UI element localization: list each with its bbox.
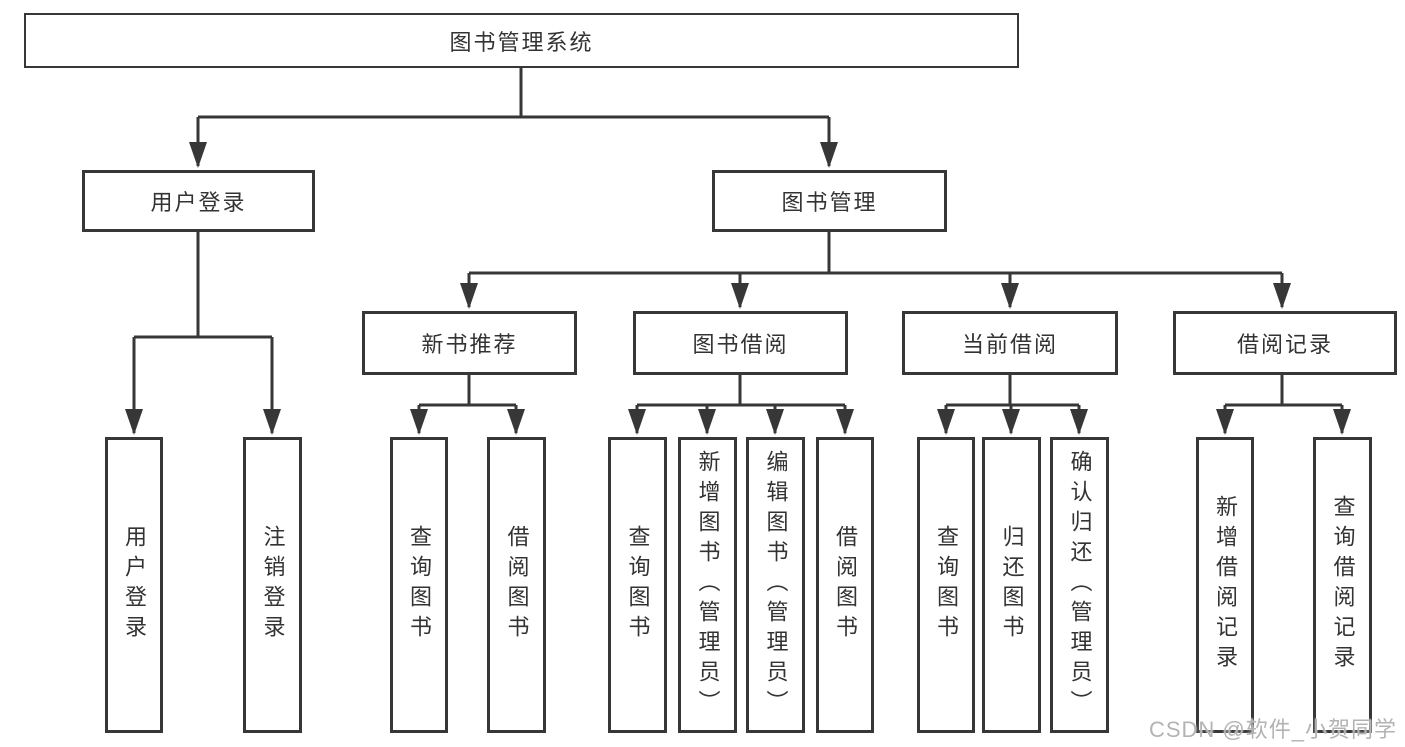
node-label: 编辑图书（管理员） (763, 450, 789, 720)
node-label: 新书推荐 (421, 332, 518, 357)
watermark-text: CSDN @软件_小贺同学 (1148, 717, 1397, 742)
node-label: 查询借阅记录 (1330, 495, 1356, 675)
leaf-add-borrow-record: 新增借阅记录 (1196, 437, 1254, 733)
node-new-book-recommendation: 新书推荐 (362, 311, 577, 375)
node-label: 借阅图书 (833, 525, 858, 645)
node-label: 注销登录 (260, 525, 286, 645)
node-user-login: 用户登录 (82, 170, 315, 232)
leaf-borrow-books: 借阅图书 (816, 437, 874, 733)
node-label: 图书借阅 (692, 332, 789, 357)
node-label: 查询图书 (934, 525, 959, 645)
leaf-query-books: 查询图书 (917, 437, 975, 733)
leaf-logout: 注销登录 (243, 437, 302, 733)
node-label: 新增图书（管理员） (695, 450, 721, 720)
node-library-management-system: 图书管理系统 (24, 13, 1019, 68)
leaf-query-borrow-record: 查询借阅记录 (1313, 437, 1372, 733)
node-label: 图书管理系统 (449, 29, 594, 55)
node-label: 确认归还（管理员） (1067, 450, 1093, 720)
node-label: 用户登录 (150, 190, 247, 215)
node-label: 新增借阅记录 (1213, 495, 1238, 675)
node-label: 图书管理 (781, 190, 878, 215)
node-current-borrowing: 当前借阅 (902, 311, 1118, 375)
leaf-edit-books-admin: 编辑图书（管理员） (746, 437, 805, 733)
leaf-query-books: 查询图书 (390, 437, 448, 733)
leaf-borrow-books: 借阅图书 (487, 437, 546, 733)
node-label: 查询图书 (407, 525, 432, 645)
leaf-user-login: 用户登录 (105, 437, 163, 733)
leaf-query-books: 查询图书 (608, 437, 667, 733)
node-label: 借阅图书 (504, 525, 530, 645)
node-book-management: 图书管理 (712, 170, 947, 232)
leaf-return-books: 归还图书 (982, 437, 1041, 733)
node-label: 用户登录 (122, 525, 147, 645)
node-book-borrowing: 图书借阅 (633, 311, 848, 375)
leaf-confirm-return-admin: 确认归还（管理员） (1050, 437, 1109, 733)
node-label: 查询图书 (625, 525, 651, 645)
node-label: 当前借阅 (961, 332, 1058, 357)
node-label: 借阅记录 (1236, 332, 1333, 357)
node-label: 归还图书 (999, 525, 1025, 645)
node-borrowing-records: 借阅记录 (1173, 311, 1397, 375)
leaf-add-books-admin: 新增图书（管理员） (678, 437, 737, 733)
